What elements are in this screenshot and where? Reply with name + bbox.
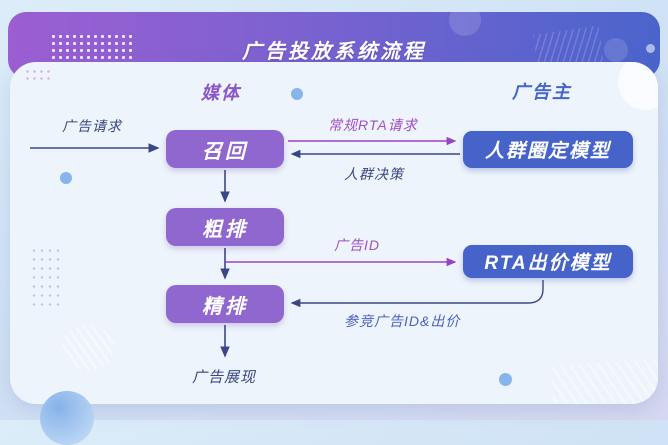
label-bid-ad-id-price: 参竞广告ID&出价	[344, 313, 461, 329]
node-crowd-model: 人群圈定模型	[463, 131, 633, 168]
page: 广告投放系统流程 媒体 广告主 广告请求 常规RTA请求 人群决策 广告ID 参…	[8, 12, 660, 445]
card-decorations	[10, 62, 658, 404]
decor-circle	[604, 38, 628, 62]
decor-circle	[40, 391, 94, 445]
decor-circle	[618, 62, 658, 110]
diagonal-stripes-pattern	[550, 357, 658, 404]
decor-circle	[449, 12, 481, 36]
label-crowd-decision: 人群决策	[344, 166, 404, 182]
label-ad-id: 广告ID	[334, 237, 380, 253]
node-rta-bid-model: RTA出价模型	[463, 245, 633, 278]
dot-grid-pattern	[24, 68, 50, 84]
decor-dot	[646, 44, 655, 53]
column-heading-media: 媒体	[201, 83, 241, 103]
page-title: 广告投放系统流程	[242, 41, 426, 63]
label-regular-rta-request: 常规RTA请求	[328, 117, 418, 133]
label-ad-display: 广告展现	[192, 369, 257, 386]
node-coarse-rank: 粗排	[166, 208, 284, 246]
column-heading-advertiser: 广告主	[512, 82, 572, 102]
decor-dot	[291, 88, 303, 100]
node-fine-rank: 精排	[166, 285, 284, 323]
decor-dot	[60, 172, 72, 184]
flowchart-card	[10, 62, 658, 404]
decor-dot	[499, 373, 512, 386]
dot-grid-pattern	[50, 33, 136, 66]
label-ad-request: 广告请求	[62, 118, 122, 134]
node-recall: 召回	[166, 130, 284, 168]
dot-grid-pattern	[30, 246, 60, 312]
striped-circle-decor	[62, 326, 114, 370]
